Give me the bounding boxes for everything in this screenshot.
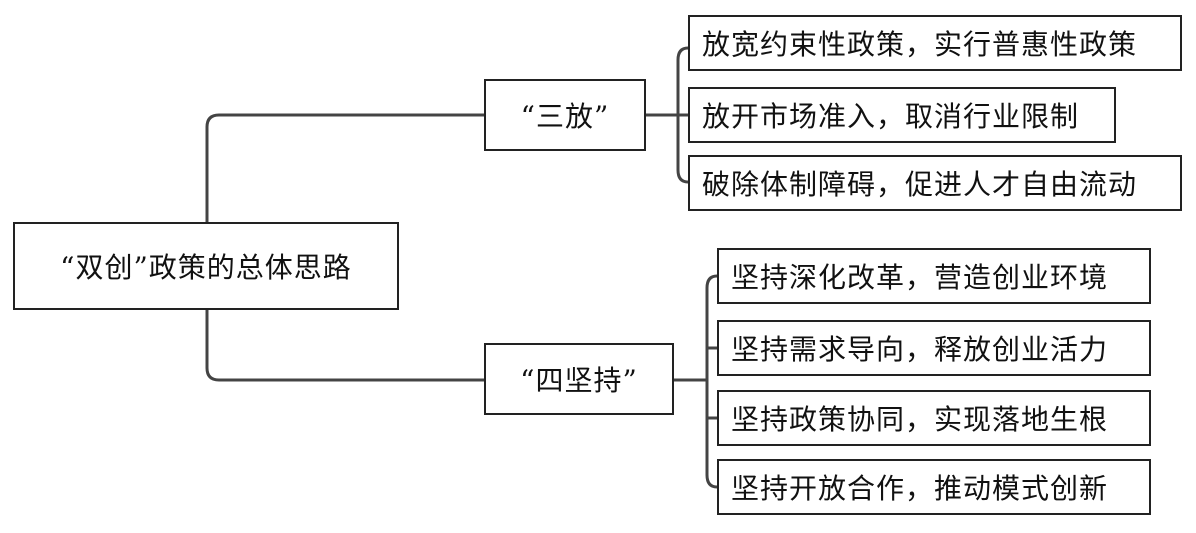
leaf-node-label: 坚持开放合作，推动模式创新 xyxy=(731,472,1109,505)
connector-root-branch1 xyxy=(205,113,486,224)
leaf-node: 坚持需求导向，释放创业活力 xyxy=(717,320,1151,376)
leaf-node: 坚持政策协同，实现落地生根 xyxy=(717,390,1151,446)
leaf-node-label: 破除体制障碍，促进人才自由流动 xyxy=(702,168,1138,201)
connector-branch2-items xyxy=(672,274,719,489)
branch-node-label: “三放” xyxy=(520,100,610,133)
leaf-node-label: 放宽约束性政策，实行普惠性政策 xyxy=(702,28,1138,61)
leaf-node: 破除体制障碍，促进人才自由流动 xyxy=(688,155,1182,211)
root-node-label: “双创”政策的总体思路 xyxy=(60,251,352,284)
leaf-node: 放开市场准入，取消行业限制 xyxy=(688,87,1116,143)
connector-root-branch2 xyxy=(205,308,486,382)
leaf-node-label: 放开市场准入，取消行业限制 xyxy=(702,100,1080,133)
leaf-node: 放宽约束性政策，实行普惠性政策 xyxy=(688,15,1182,71)
branch-node-si-jian-chi: “四坚持” xyxy=(484,343,674,415)
connector-branch1-items xyxy=(644,46,690,184)
branch-node-label: “四坚持” xyxy=(520,364,638,397)
leaf-node-label: 坚持需求导向，释放创业活力 xyxy=(731,333,1109,366)
leaf-node-label: 坚持深化改革，营造创业环境 xyxy=(731,261,1109,294)
leaf-node: 坚持开放合作，推动模式创新 xyxy=(717,459,1151,515)
leaf-node-label: 坚持政策协同，实现落地生根 xyxy=(731,403,1109,436)
leaf-node: 坚持深化改革，营造创业环境 xyxy=(717,248,1151,304)
branch-node-san-fang: “三放” xyxy=(484,79,646,151)
root-node: “双创”政策的总体思路 xyxy=(13,222,399,310)
